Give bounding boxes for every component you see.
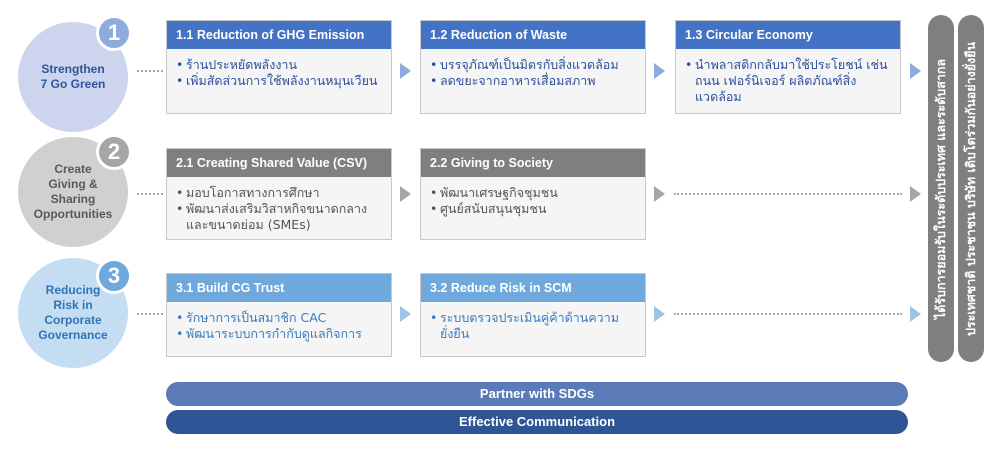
arrow-1-2 xyxy=(654,63,665,79)
pillar-2-label-line-1: Create xyxy=(54,162,92,176)
box-1-2-bullet-1: บรรจุภัณฑ์เป็นมิตรกับสิ่งแวดล้อม xyxy=(430,57,639,73)
outcome-recognition-text: ได้รับการยอมรับในระดับประเทศ และระดับสาก… xyxy=(933,58,948,319)
pillar-1-label-line-2: 7 Go Green xyxy=(40,77,106,91)
box-2-1-bullet-1: มอบโอกาสทางการศึกษา xyxy=(176,185,385,201)
arrow-2-2 xyxy=(654,186,665,202)
box-1-3-title: 1.3 Circular Economy xyxy=(676,21,900,49)
pillar-2-number-badge: 2 xyxy=(96,134,132,170)
box-2-2-bullet-1: พัฒนาเศรษฐกิจชุมชน xyxy=(430,185,639,201)
effective-communication-bar: Effective Communication xyxy=(166,410,908,434)
box-1-1-title: 1.1 Reduction of GHG Emission xyxy=(167,21,391,49)
connector-2-long-dots xyxy=(674,193,902,195)
box-3-2-bullet-1: ระบบตรวจประเมินคู่ค้าด้านความยั่งยืน xyxy=(430,310,639,342)
pillar-1-number-badge: 1 xyxy=(96,15,132,51)
box-1-2: 1.2 Reduction of Waste บรรจุภัณฑ์เป็นมิต… xyxy=(420,20,646,114)
pillar-3-number-badge: 3 xyxy=(96,258,132,294)
box-3-2-title: 3.2 Reduce Risk in SCM xyxy=(421,274,645,302)
box-1-2-title: 1.2 Reduction of Waste xyxy=(421,21,645,49)
outcome-bar-recognition: ได้รับการยอมรับในระดับประเทศ และระดับสาก… xyxy=(928,15,954,362)
box-1-3: 1.3 Circular Economy นำพลาสติกกลับมาใช้ป… xyxy=(675,20,901,114)
arrow-3-3 xyxy=(910,306,921,322)
outcome-growth-text: ประเทศชาติ ประชาชน บริษัท เติบโตร่วมกันอ… xyxy=(963,41,978,336)
pillar-3-label-line-3: Corporate xyxy=(44,313,102,327)
connector-3-dots xyxy=(137,313,163,315)
connector-3-long-dots xyxy=(674,313,902,315)
box-3-1-bullet-1: รักษาการเป็นสมาชิก CAC xyxy=(176,310,385,326)
box-1-1: 1.1 Reduction of GHG Emission ร้านประหยั… xyxy=(166,20,392,114)
pillar-1-label-line-1: Strengthen xyxy=(41,62,105,76)
box-2-2-bullet-2: ศูนย์สนับสนุนชุมชน xyxy=(430,201,639,217)
outcome-bar-sustainable-growth: ประเทศชาติ ประชาชน บริษัท เติบโตร่วมกันอ… xyxy=(958,15,984,362)
pillar-2-label-line-4: Opportunities xyxy=(33,207,113,221)
partner-with-sdgs-bar: Partner with SDGs xyxy=(166,382,908,406)
pillar-3-label-line-2: Risk in xyxy=(53,298,93,312)
arrow-1-3 xyxy=(910,63,921,79)
box-3-1-title: 3.1 Build CG Trust xyxy=(167,274,391,302)
pillar-3-label-line-1: Reducing xyxy=(45,283,101,297)
pillar-2-label-line-2: Giving & xyxy=(48,177,98,191)
connector-2-dots xyxy=(137,193,163,195)
pillar-3-label-line-4: Governance xyxy=(38,328,108,342)
arrow-2-1 xyxy=(400,186,411,202)
box-3-1: 3.1 Build CG Trust รักษาการเป็นสมาชิก CA… xyxy=(166,273,392,357)
box-2-2-title: 2.2 Giving to Society xyxy=(421,149,645,177)
box-1-1-bullet-2: เพิ่มสัดส่วนการใช้พลังงานหมุนเวียน xyxy=(176,73,385,89)
box-3-1-bullet-2: พัฒนาระบบการกำกับดูแลกิจการ xyxy=(176,326,385,342)
box-2-1-bullet-2: พัฒนาส่งเสริมวิสาหกิจขนาดกลางและขนาดย่อม… xyxy=(176,201,385,233)
box-2-1-title: 2.1 Creating Shared Value (CSV) xyxy=(167,149,391,177)
arrow-1-1 xyxy=(400,63,411,79)
box-1-3-bullet-1: นำพลาสติกกลับมาใช้ประโยชน์ เช่น ถนน เฟอร… xyxy=(685,57,894,105)
box-2-2: 2.2 Giving to Society พัฒนาเศรษฐกิจชุมชน… xyxy=(420,148,646,240)
arrow-2-3 xyxy=(910,186,921,202)
box-3-2: 3.2 Reduce Risk in SCM ระบบตรวจประเมินคู… xyxy=(420,273,646,357)
connector-1-dots xyxy=(137,70,163,72)
pillar-2-label-line-3: Sharing xyxy=(50,192,96,206)
box-2-1: 2.1 Creating Shared Value (CSV) มอบโอกาส… xyxy=(166,148,392,240)
arrow-3-1 xyxy=(400,306,411,322)
box-1-2-bullet-2: ลดขยะจากอาหารเสื่อมสภาพ xyxy=(430,73,639,89)
box-1-1-bullet-1: ร้านประหยัดพลังงาน xyxy=(176,57,385,73)
arrow-3-2 xyxy=(654,306,665,322)
